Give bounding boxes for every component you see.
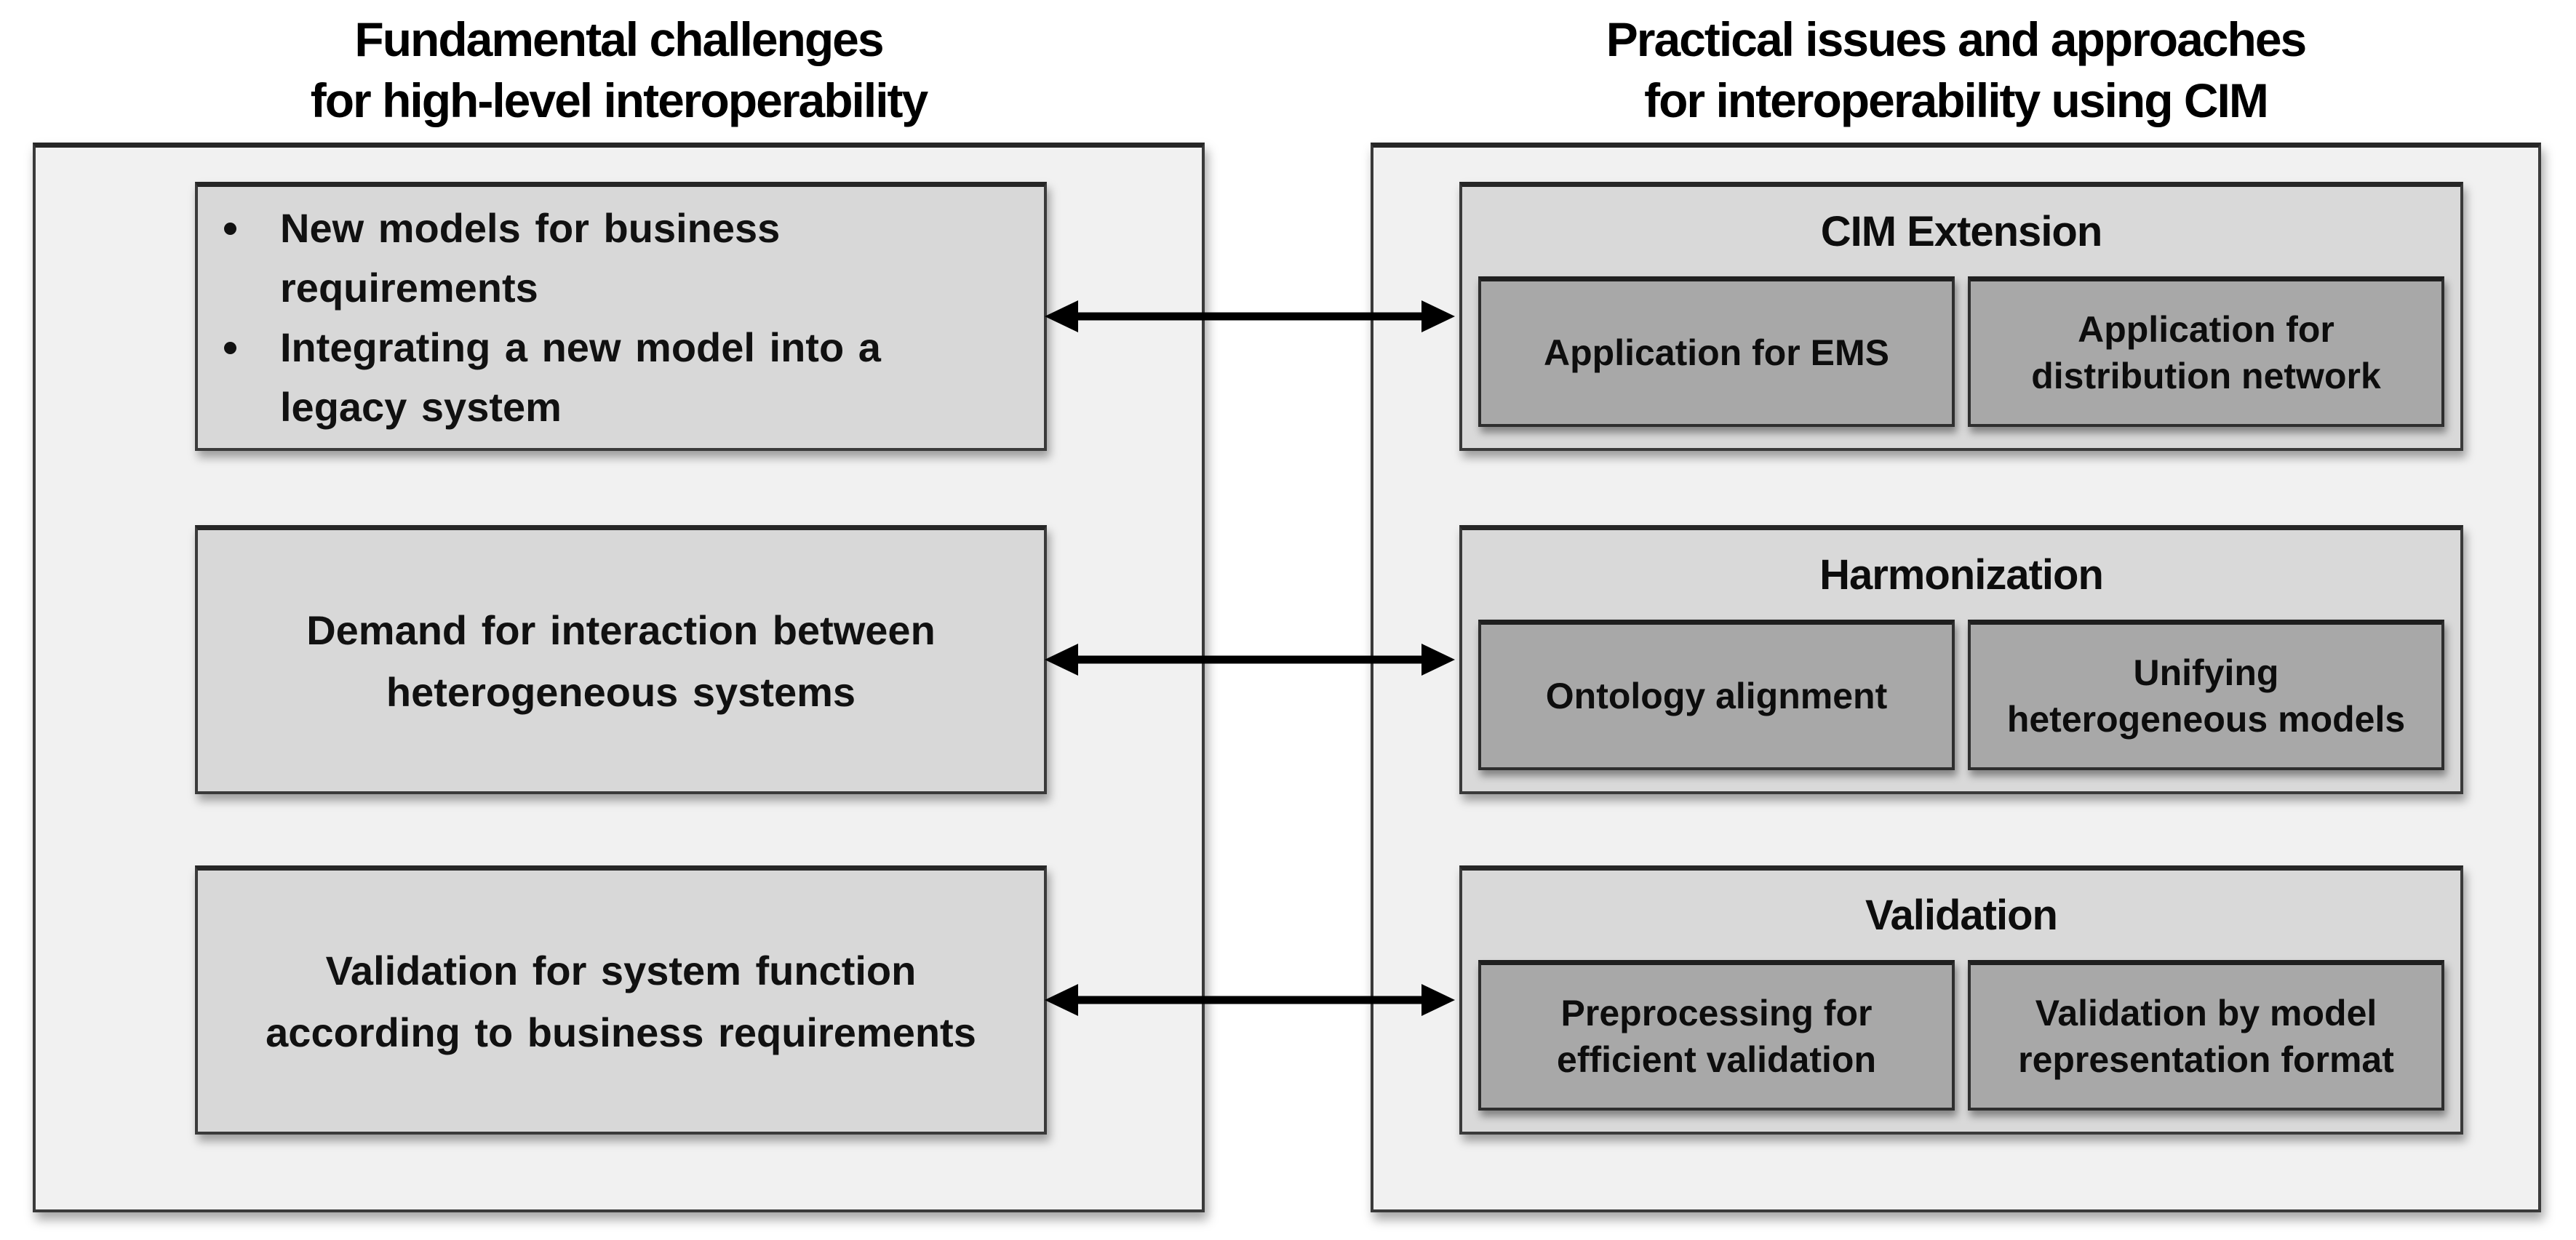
left-column-title-line1: Fundamental challenges xyxy=(354,12,884,66)
left-column-title: Fundamental challenges for high-level in… xyxy=(33,9,1205,131)
sub-box-row: Application for EMS Application for dist… xyxy=(1478,276,2444,427)
group-cim-extension: CIM Extension Application for EMS Applic… xyxy=(1459,182,2463,451)
challenge-box-new-models: New models for business requirements Int… xyxy=(195,182,1047,451)
text-line: Application for EMS xyxy=(1544,332,1889,373)
sub-box-preprocessing-for-efficient-validation: Preprocessing for efficient validation xyxy=(1478,960,1955,1111)
right-panel: CIM Extension Application for EMS Applic… xyxy=(1371,143,2541,1212)
text-line: Demand for interaction between xyxy=(306,607,936,653)
bullet-text: Integrating a new model into a legacy sy… xyxy=(280,318,1029,437)
challenge-box-interaction-demand: Demand for interaction between heterogen… xyxy=(195,525,1047,794)
sub-box-row: Preprocessing for efficient validation V… xyxy=(1478,960,2444,1111)
text-line: efficient validation xyxy=(1557,1039,1876,1080)
text-line: Ontology alignment xyxy=(1545,676,1888,716)
right-column-title-line2: for interoperability using CIM xyxy=(1644,73,2269,127)
text-line: Integrating a new model into a xyxy=(280,324,881,370)
text-line: Validation for system function xyxy=(325,947,917,993)
bullet-item-new-models: New models for business requirements xyxy=(218,199,1029,318)
text-line: distribution network xyxy=(2031,356,2381,396)
arrow-head-right-icon xyxy=(1421,300,1455,332)
double-arrow-row2 xyxy=(1045,644,1455,676)
group-title: Harmonization xyxy=(1819,551,2104,599)
double-arrow-row1 xyxy=(1045,300,1455,332)
group-title: CIM Extension xyxy=(1820,208,2103,255)
text-line: Unifying xyxy=(2133,652,2279,693)
bullet-list: New models for business requirements Int… xyxy=(198,199,1044,437)
group-title: Validation xyxy=(1865,892,2058,939)
group-harmonization: Harmonization Ontology alignment Unifyin… xyxy=(1459,525,2463,794)
arrow-head-right-icon xyxy=(1421,984,1455,1016)
text-line: representation format xyxy=(2018,1039,2394,1080)
arrow-head-left-icon xyxy=(1045,984,1078,1016)
right-column-title: Practical issues and approaches for inte… xyxy=(1371,9,2541,131)
right-column-title-line1: Practical issues and approaches xyxy=(1606,12,2307,66)
sub-box-application-for-ems: Application for EMS xyxy=(1478,276,1955,427)
bullet-text: New models for business requirements xyxy=(280,199,1029,318)
sub-box-row: Ontology alignment Unifying heterogeneou… xyxy=(1478,620,2444,770)
text-line: Validation by model xyxy=(2035,993,2377,1033)
group-validation: Validation Preprocessing for efficient v… xyxy=(1459,865,2463,1135)
bullet-dot-icon xyxy=(218,318,280,354)
double-arrow-row3 xyxy=(1045,984,1455,1016)
bullet-item-integrating: Integrating a new model into a legacy sy… xyxy=(218,318,1029,437)
text-line: New models for business xyxy=(280,204,781,251)
text-line: heterogeneous models xyxy=(2006,699,2406,740)
challenge-box-validation: Validation for system function according… xyxy=(195,865,1047,1135)
arrow-head-left-icon xyxy=(1045,644,1078,676)
text-line: legacy system xyxy=(280,383,562,430)
text-line: heterogeneous systems xyxy=(386,668,856,715)
left-panel: New models for business requirements Int… xyxy=(33,143,1205,1212)
text-line: Application for xyxy=(2078,309,2334,350)
sub-box-application-for-distribution-network: Application for distribution network xyxy=(1968,276,2444,427)
sub-box-validation-by-model-representation-format: Validation by model representation forma… xyxy=(1968,960,2444,1111)
sub-box-ontology-alignment: Ontology alignment xyxy=(1478,620,1955,770)
sub-box-unifying-heterogeneous-models: Unifying heterogeneous models xyxy=(1968,620,2444,770)
arrow-head-right-icon xyxy=(1421,644,1455,676)
text-line: requirements xyxy=(280,264,538,311)
bullet-dot-icon xyxy=(218,199,280,235)
arrow-head-left-icon xyxy=(1045,300,1078,332)
left-column-title-line2: for high-level interoperability xyxy=(310,73,928,127)
text-line: according to business requirements xyxy=(266,1009,976,1055)
text-line: Preprocessing for xyxy=(1560,993,1873,1033)
